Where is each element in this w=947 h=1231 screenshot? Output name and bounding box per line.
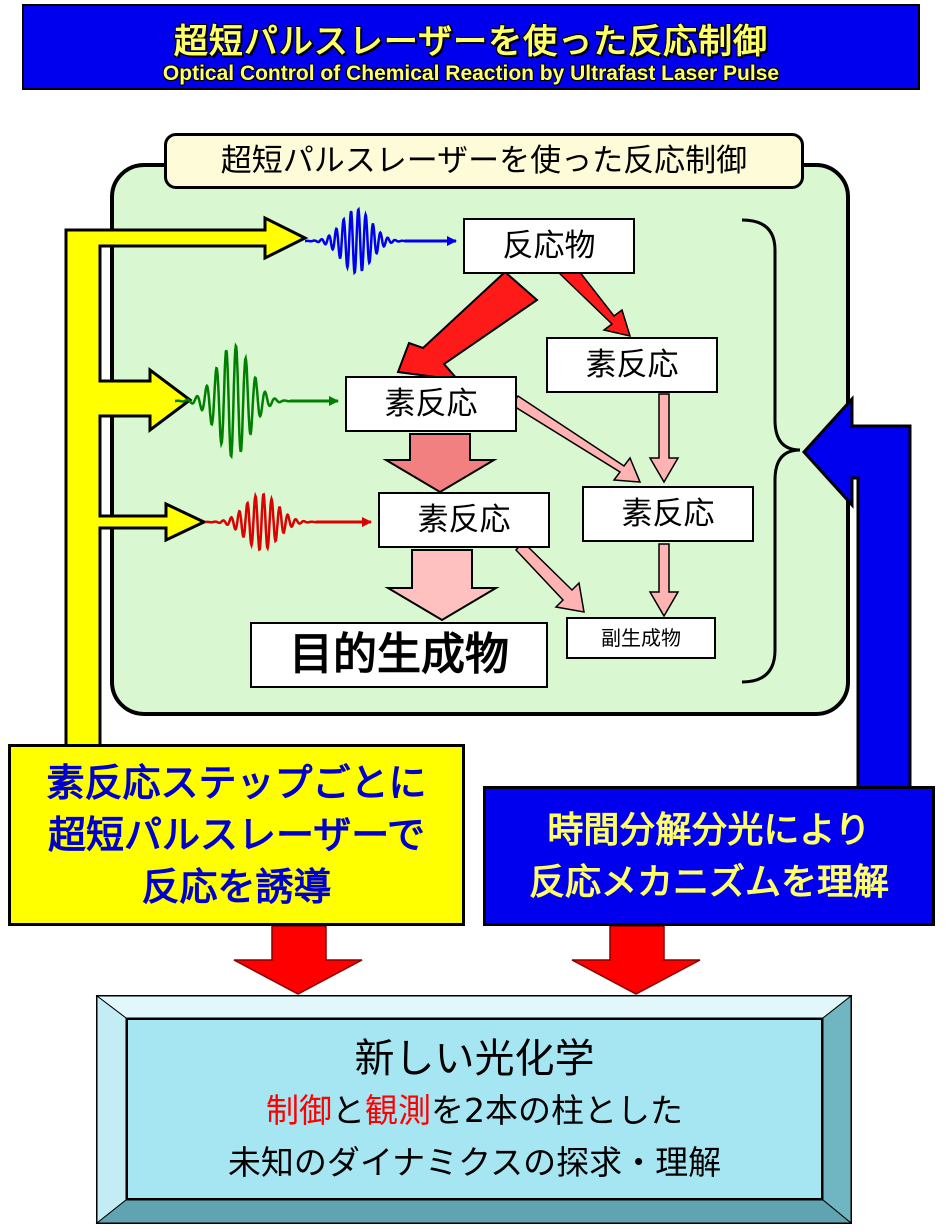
panel-label: 超短パルスレーザーを使った反応制御: [164, 133, 804, 189]
blue-feedback-arrow: [801, 395, 912, 794]
arrow-yellow-to-result: [233, 925, 363, 995]
result-control-word: 制御: [266, 1091, 332, 1130]
arrow-step2-to-step4: [510, 394, 642, 483]
blue-laser-pulse: [305, 206, 457, 276]
arrow-step4-to-byproduct: [648, 543, 680, 618]
blue-line-2: 反応メカニズムを理解: [528, 862, 889, 903]
bracket: [741, 218, 801, 684]
result-line-2-rest: を2本の柱とした: [431, 1091, 683, 1130]
result-title: 新しい光化学: [354, 1036, 595, 1082]
arrow-step3-to-target: [384, 549, 500, 622]
blue-line-1: 時間分解分光により: [547, 810, 871, 851]
arrow-blue-to-result: [571, 925, 701, 995]
node-elementary-step-4: 素反応: [582, 486, 754, 542]
arrow-step3-to-byproduct: [514, 540, 585, 613]
arrow-step2-to-step3: [382, 433, 498, 494]
node-elementary-step-3: 素反応: [378, 492, 550, 548]
node-target-product: 目的生成物: [250, 622, 548, 688]
node-reactant: 反応物: [463, 218, 635, 274]
red-laser-pulse: [205, 491, 372, 552]
arrow-reactant-to-step2: [396, 270, 539, 382]
result-box: 新しい光化学 制御と観測を2本の柱とした 未知のダイナミクスの探求・理解: [126, 1018, 823, 1200]
result-line-3: 未知のダイナミクスの探求・理解: [227, 1143, 722, 1182]
title-banner: 超短パルスレーザーを使った反応制御 Optical Control of Che…: [22, 4, 920, 90]
title-english: Optical Control of Chemical Reaction by …: [162, 62, 780, 85]
title-japanese: 超短パルスレーザーを使った反応制御: [173, 22, 769, 62]
result-and-word: と: [332, 1091, 365, 1130]
arrow-step1-to-step4: [648, 393, 680, 484]
result-observe-word: 観測: [365, 1091, 431, 1130]
node-elementary-step-1: 素反応: [546, 337, 718, 393]
result-line-2: 制御と観測を2本の柱とした: [128, 1084, 821, 1132]
yellow-line-3: 反応を誘導: [141, 865, 332, 909]
yellow-line-1: 素反応ステップごとに: [46, 761, 427, 805]
blue-observation-box: 時間分解分光により 反応メカニズムを理解: [483, 786, 935, 926]
node-elementary-step-2: 素反応: [345, 376, 517, 432]
yellow-trunk: [64, 215, 309, 752]
yellow-control-box: 素反応ステップごとに 超短パルスレーザーで 反応を誘導: [8, 744, 465, 926]
green-laser-pulse: [175, 342, 339, 460]
node-byproduct: 副生成物: [566, 617, 716, 659]
yellow-line-2: 超短パルスレーザーで: [48, 813, 425, 857]
